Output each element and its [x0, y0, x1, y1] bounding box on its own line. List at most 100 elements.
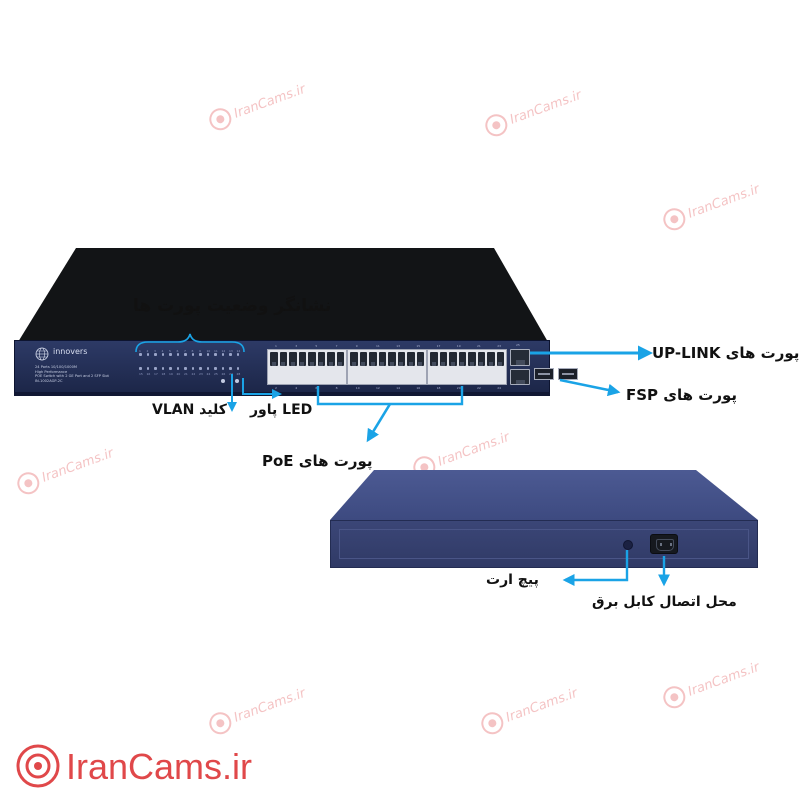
poe-port[interactable]: [369, 352, 377, 366]
port-number: 6: [315, 386, 318, 390]
port-number: 11: [376, 344, 380, 348]
port-status-led: [236, 367, 239, 370]
port-number: 21: [477, 344, 481, 348]
poe-port[interactable]: [487, 352, 495, 366]
port-status-led: [206, 353, 209, 356]
poe-port[interactable]: [279, 352, 287, 366]
port-status-led: [199, 353, 202, 356]
poe-arrow: [366, 403, 392, 443]
power-socket[interactable]: [650, 534, 678, 554]
poe-port[interactable]: [430, 352, 438, 366]
port-status-led: [161, 367, 164, 370]
poe-port[interactable]: [397, 352, 405, 366]
label-ground-screw: پیچ ارت: [486, 572, 539, 588]
led-number: 2: [146, 349, 149, 353]
poe-port[interactable]: [336, 352, 344, 366]
port-status-led: [169, 353, 172, 356]
led-number: 21: [184, 372, 188, 376]
poe-port[interactable]: [359, 352, 367, 366]
led-number: 4: [161, 349, 164, 353]
port-number: 23: [497, 344, 502, 348]
poe-port[interactable]: [289, 352, 297, 366]
poe-port[interactable]: [407, 352, 415, 366]
label-power-cable-socket: محل اتصال کابل برق: [592, 594, 737, 610]
ground-screw: [623, 540, 633, 550]
poe-port[interactable]: [388, 352, 396, 366]
rear-panel: [330, 520, 758, 568]
port-status-led: [146, 353, 149, 356]
port-status-led: [229, 367, 232, 370]
poe-port[interactable]: [496, 352, 504, 366]
port-status-led: [214, 367, 217, 370]
led-number: 17: [154, 372, 158, 376]
switch-bottom-edge: [14, 392, 550, 396]
led-number: 5: [169, 349, 171, 353]
poe-port[interactable]: [416, 352, 424, 366]
poe-port[interactable]: [308, 352, 316, 366]
port-status-led: [221, 353, 224, 356]
label-port-status-leds: نشانگر وضعیت پورت ها: [133, 296, 332, 316]
label-fsp-ports: پورت های FSP: [626, 386, 738, 404]
vlan-switch[interactable]: [221, 379, 225, 383]
poe-port[interactable]: [350, 352, 358, 366]
led-row: [139, 353, 239, 356]
poe-port[interactable]: [378, 352, 386, 366]
model-text: 24 Ports 10/100/1000M High Performance P…: [35, 365, 109, 383]
port-number: 14: [396, 386, 401, 390]
port-status-led: [176, 353, 179, 356]
poe-port[interactable]: [468, 352, 476, 366]
port-status-led: [169, 367, 172, 370]
poe-port[interactable]: [477, 352, 485, 366]
poe-bracket: [316, 386, 464, 406]
port-number: 10: [355, 386, 360, 390]
port-number: 19: [456, 344, 461, 348]
port-number: 1: [275, 344, 277, 348]
led-number: 24: [206, 372, 211, 376]
port-status-led: [139, 353, 142, 356]
port-status-led: [191, 367, 194, 370]
port-status-led: [184, 367, 187, 370]
poe-port[interactable]: [439, 352, 447, 366]
port-status-led: [154, 367, 157, 370]
port-status-led: [184, 353, 187, 356]
port-number: 24: [497, 386, 502, 390]
port-number: 17: [436, 344, 441, 348]
switch-front-panel: innovers 24 Ports 10/100/1000M High Perf…: [14, 340, 578, 394]
port-status-led: [206, 367, 209, 370]
port-status-led: [161, 353, 164, 356]
port-number: 2: [275, 386, 277, 390]
port-number: 9: [355, 344, 358, 348]
fsp-arrow: [559, 378, 621, 397]
poe-port[interactable]: [270, 352, 278, 366]
port-number: 8: [335, 386, 338, 390]
led-number: 27: [229, 372, 233, 376]
port-status-led: [139, 367, 142, 370]
port-status-led: [214, 353, 217, 356]
poe-port[interactable]: [298, 352, 306, 366]
uplink-port[interactable]: [510, 368, 530, 385]
poe-port[interactable]: [449, 352, 457, 366]
ground-arrow: [562, 550, 629, 586]
label-uplink-ports: پورت های UP-LINK: [652, 344, 800, 362]
poe-port[interactable]: [327, 352, 335, 366]
poe-port[interactable]: [458, 352, 466, 366]
led-row: [139, 367, 239, 370]
led-number: 14: [236, 349, 241, 353]
port-number: 18: [436, 386, 441, 390]
poe-port[interactable]: [317, 352, 325, 366]
uplink-port[interactable]: [510, 349, 530, 366]
led-number: 10: [206, 349, 211, 353]
sfp-slot[interactable]: [534, 368, 554, 380]
port-status-led: [199, 367, 202, 370]
port-number: 7: [335, 344, 338, 348]
port-status-led: [221, 367, 224, 370]
switch-top-cover: [18, 248, 548, 342]
port-number: 3: [295, 344, 298, 348]
led-number: 9: [199, 349, 201, 353]
led-number: 1: [139, 349, 141, 353]
led-number: 16: [146, 372, 151, 376]
sfp-slot[interactable]: [558, 368, 578, 380]
led-brace: [135, 333, 245, 353]
led-number: 22: [191, 372, 196, 376]
